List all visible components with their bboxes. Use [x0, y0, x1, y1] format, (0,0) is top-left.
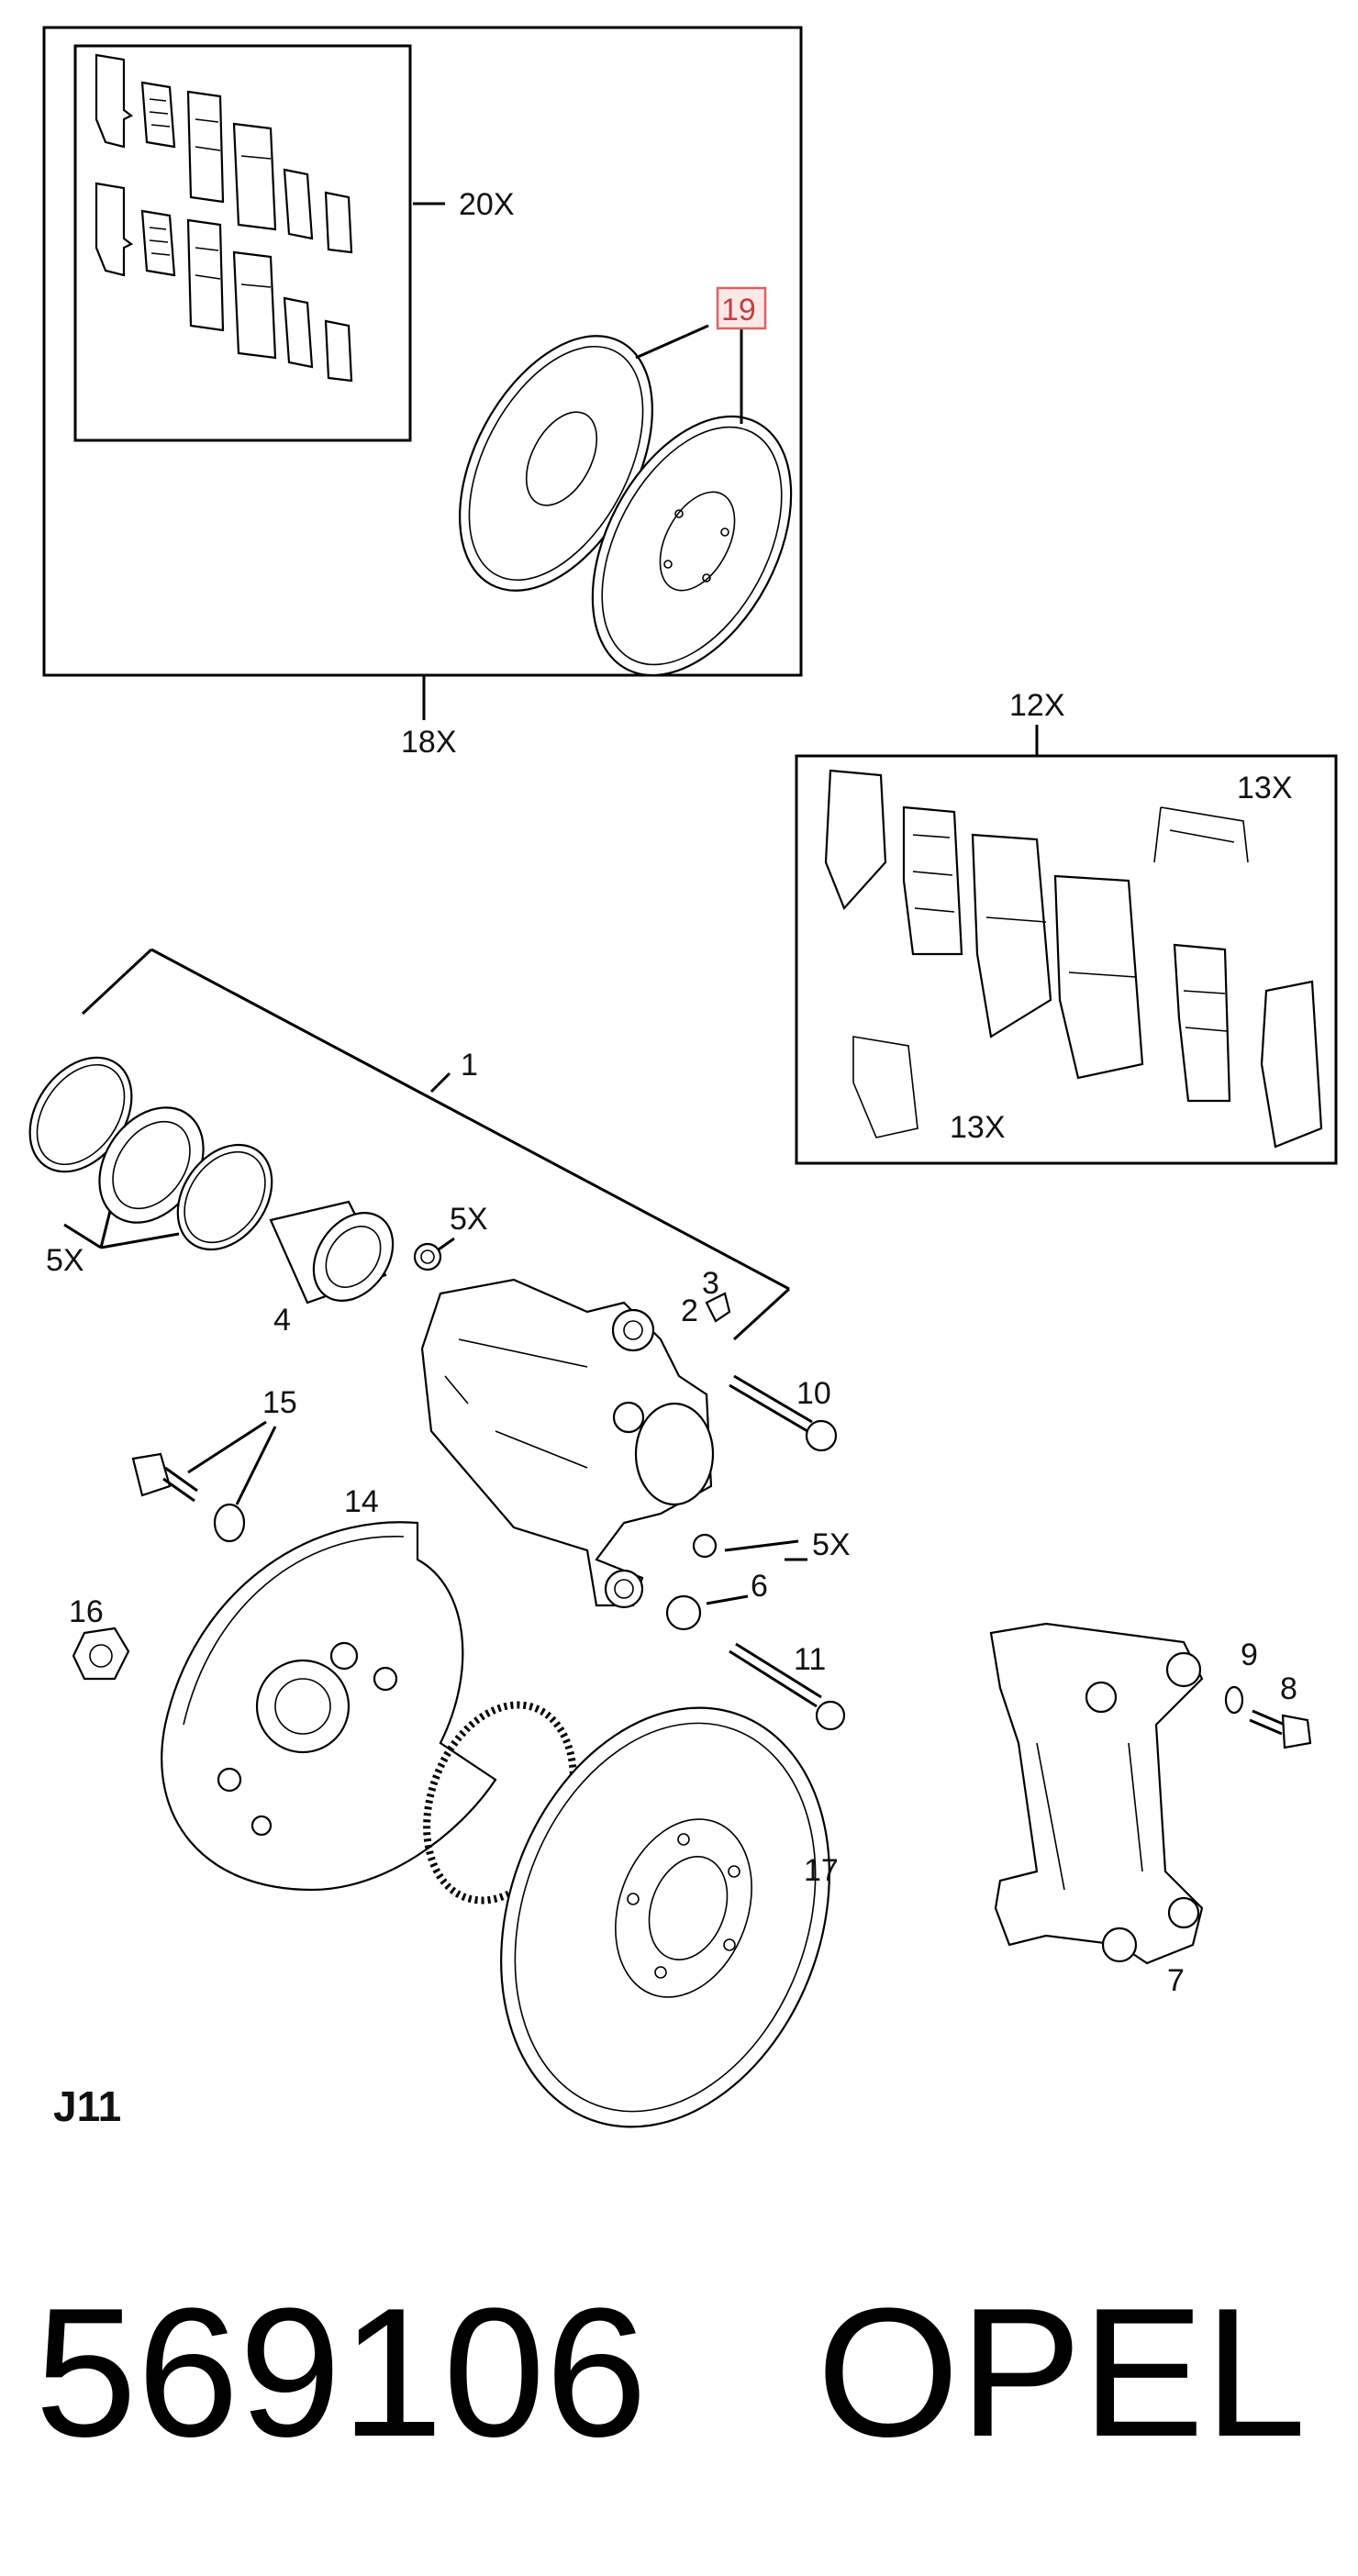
callout-14: 14 [344, 1484, 379, 1519]
seal-rings [28, 1056, 273, 1251]
callout-2: 2 [681, 1294, 698, 1328]
callout-1: 1 [461, 1048, 478, 1083]
callout-15: 15 [262, 1385, 297, 1420]
pad-set-large [824, 769, 1323, 1149]
callout-7: 7 [1167, 1963, 1185, 1998]
callout-6: 6 [751, 1569, 768, 1604]
brand-name: OPEL [817, 2271, 1307, 2475]
callout-10: 10 [796, 1376, 831, 1411]
callout-17: 17 [804, 1853, 839, 1888]
disc-17 [500, 1706, 830, 2128]
caliper-bracket-7 [989, 1622, 1204, 1965]
bolt-10 [729, 1374, 838, 1452]
callout-9: 9 [1241, 1638, 1258, 1672]
callout-19-highlight [716, 286, 767, 330]
bolt-8 [1249, 1709, 1312, 1749]
part-number: 569106 [35, 2271, 647, 2475]
callout-19: 19 [721, 293, 756, 328]
piston-4 [269, 1200, 395, 1305]
bolt-11 [729, 1642, 846, 1731]
kit-frame-20x [73, 44, 412, 442]
backing-plate-14 [161, 1521, 497, 1892]
callout-16: 16 [69, 1594, 104, 1629]
pad-set-small [95, 53, 353, 383]
disc-pair-19 [459, 335, 793, 677]
sheet-code: J11 [53, 2082, 121, 2130]
callout-18x: 18X [401, 725, 457, 760]
bolt-15 [131, 1452, 246, 1543]
callout-12x: 12X [1009, 688, 1065, 723]
callout-3: 3 [702, 1266, 719, 1301]
callout-8: 8 [1280, 1671, 1297, 1706]
callout-20x: 20X [459, 187, 515, 222]
callout-13x-top: 13X [1237, 771, 1293, 805]
caliper-body [420, 1278, 715, 1609]
kit-frame-18x [42, 26, 803, 677]
washer-9 [1224, 1685, 1244, 1715]
callout-5x-left: 5X [46, 1243, 84, 1278]
callout-5x-mid: 5X [450, 1202, 488, 1237]
callout-13x-bottom: 13X [950, 1110, 1006, 1145]
callout-5x-right: 5X [812, 1527, 851, 1562]
callout-4: 4 [273, 1303, 291, 1338]
kit-frame-12x [795, 754, 1338, 1165]
callout-11: 11 [794, 1642, 826, 1677]
nut-16 [72, 1627, 130, 1681]
